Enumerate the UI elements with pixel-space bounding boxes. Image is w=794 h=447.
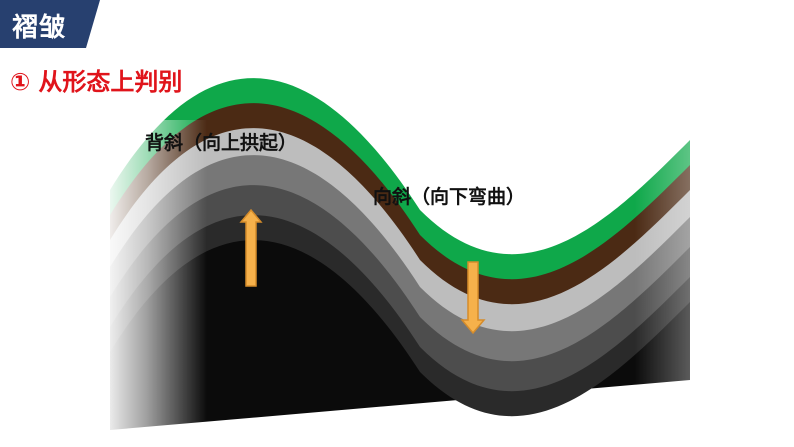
syncline-label: 向斜（向下弯曲） (373, 186, 526, 208)
page-title: 褶皱 (12, 13, 67, 43)
arrow-down-icon (460, 261, 486, 335)
edge-fade (100, 120, 694, 440)
arrow-up-icon (239, 208, 263, 287)
section-number: ① (10, 68, 31, 96)
title-banner (0, 0, 100, 48)
anticline-label: 背斜（向上拱起） (145, 132, 298, 154)
section-heading-text: 从形态上判别 (38, 68, 183, 96)
